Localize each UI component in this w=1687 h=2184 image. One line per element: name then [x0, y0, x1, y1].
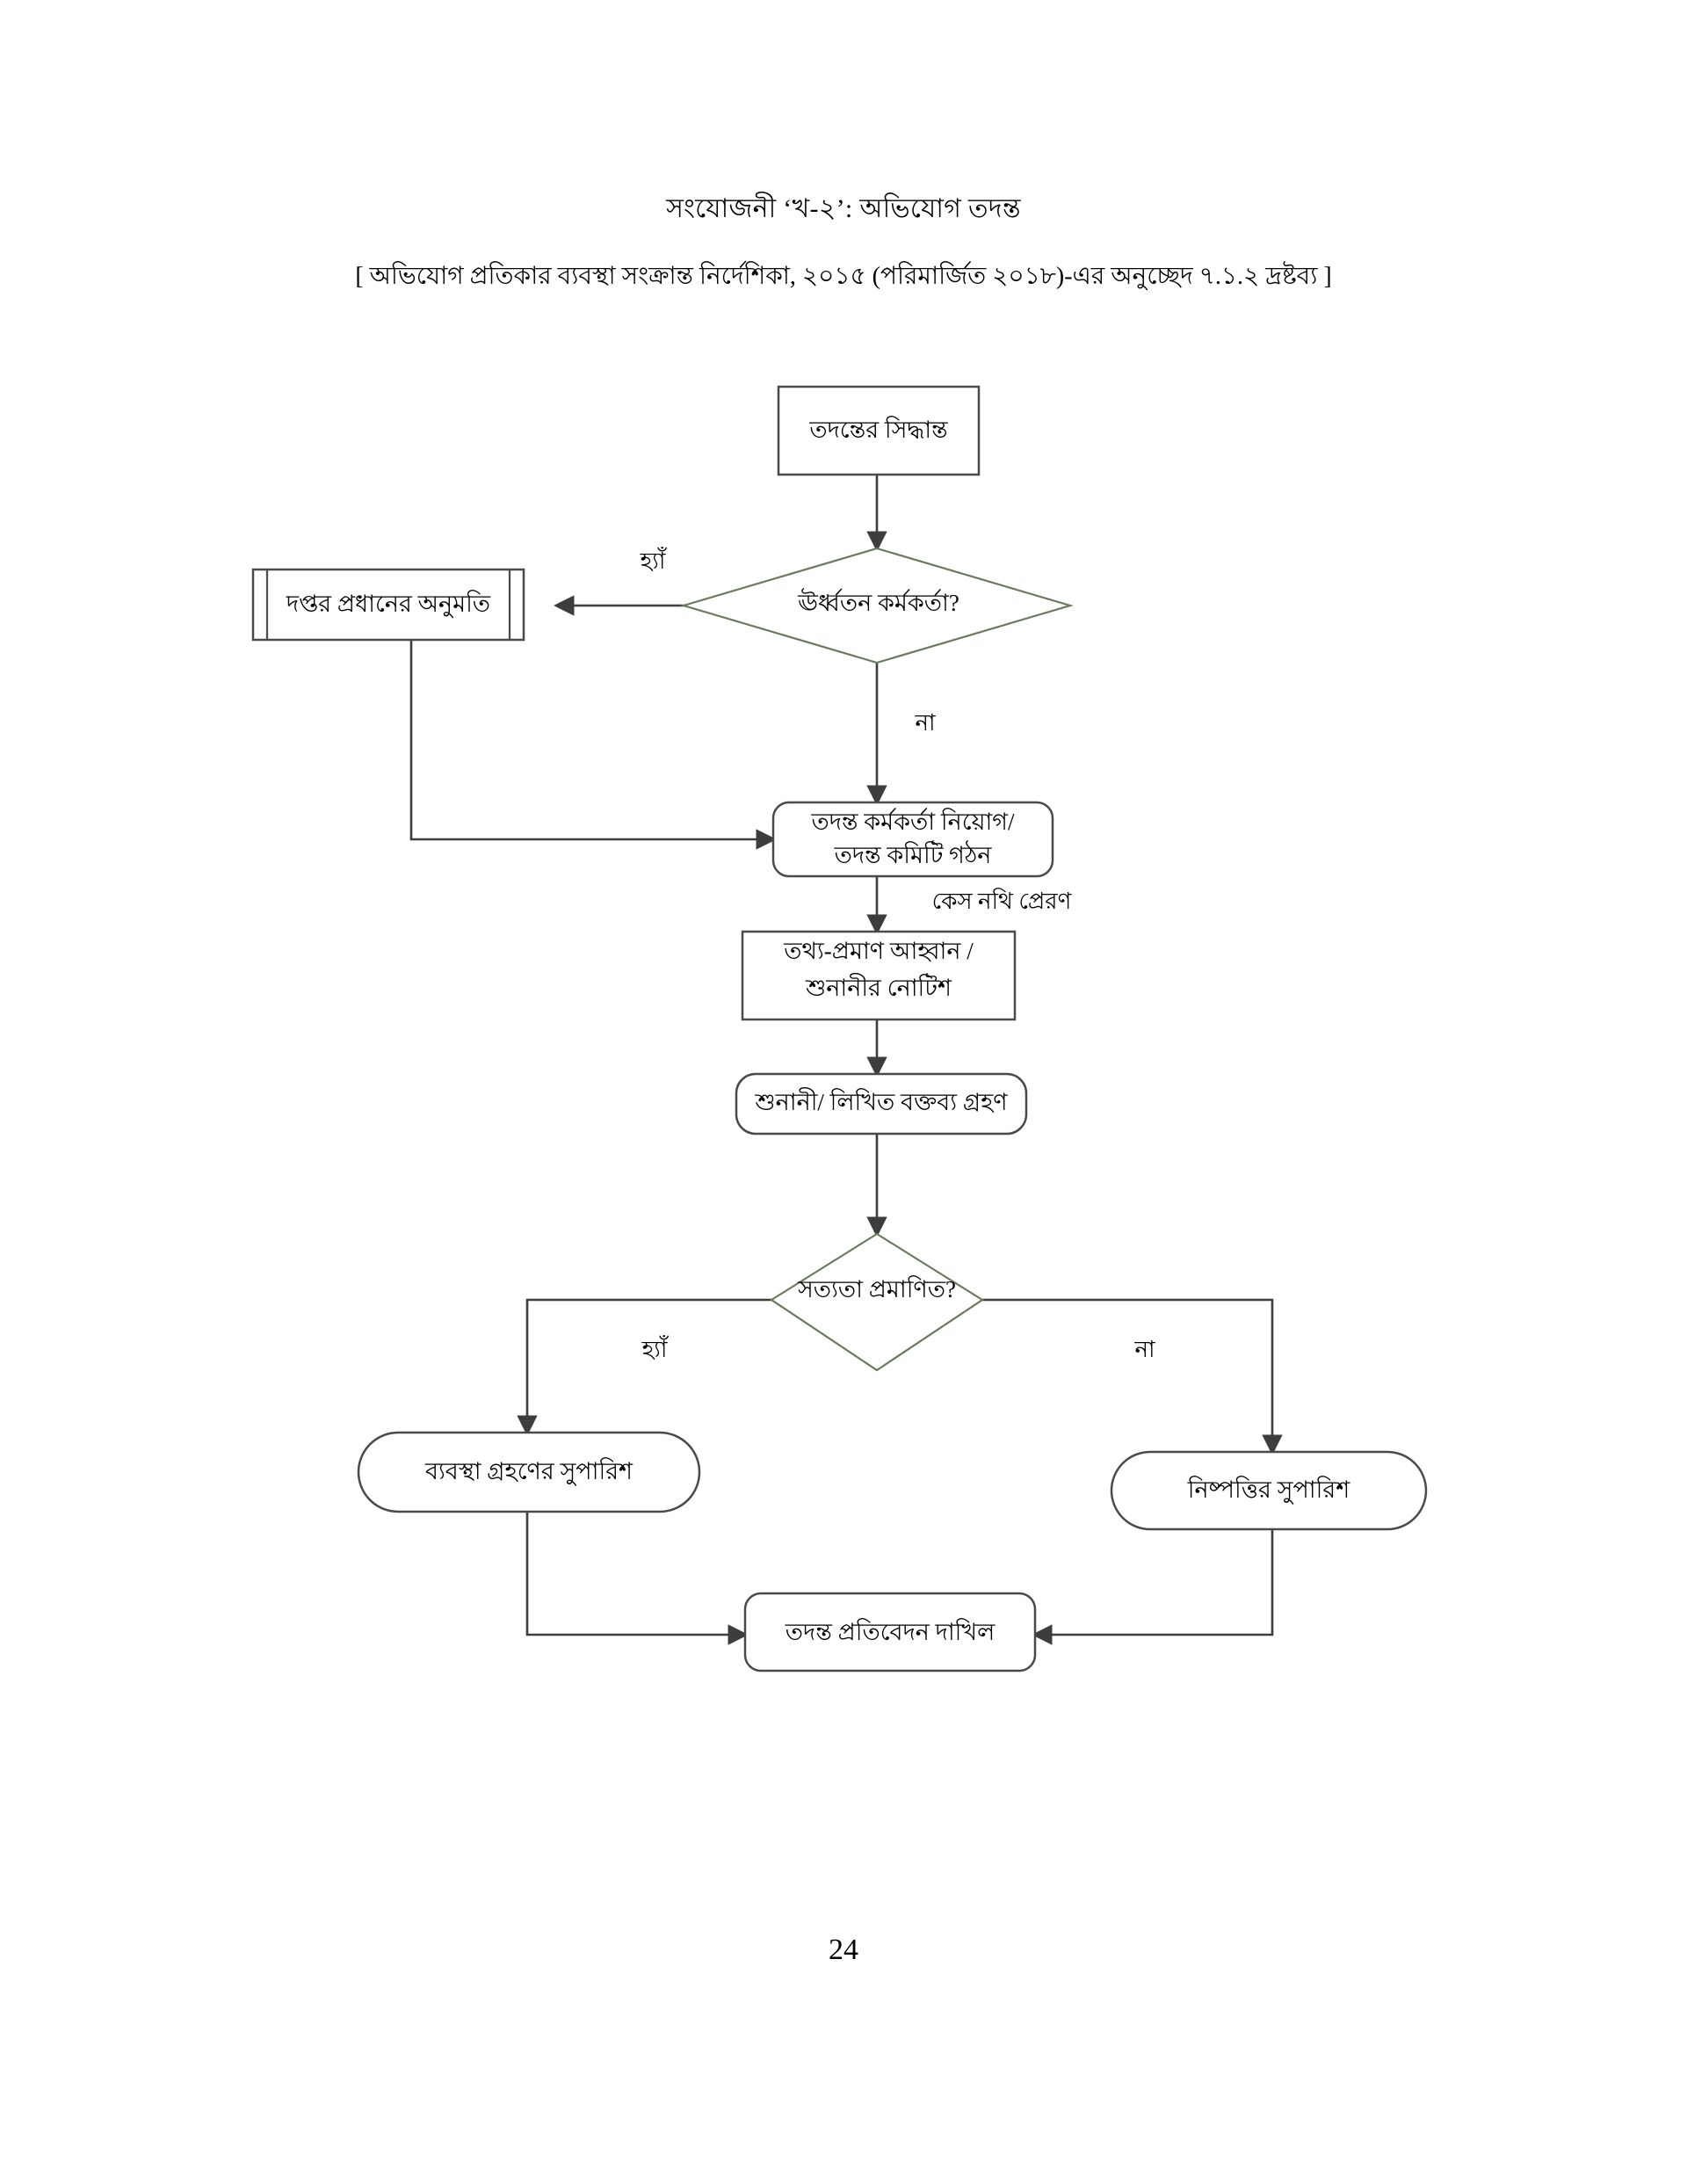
node-submit-investigation-report-label: তদন্ত প্রতিবেদন দাখিল: [785, 1618, 996, 1645]
page-title: সংযোজনী ‘খ-২’: অভিযোগ তদন্ত: [666, 194, 1021, 223]
node-appoint-investigation-officer-shape: [771, 801, 1054, 878]
node-recommend-settlement-shape: [1110, 1450, 1428, 1531]
flowchart-svg: তদন্তের সিদ্ধান্ত ঊর্ধ্বতন কর্মকর্তা? হ্…: [251, 385, 1428, 1672]
edge-label-proven-yes: হ্যাঁ: [641, 1335, 670, 1362]
node-investigation-decision-label: তদন্তের সিদ্ধান্ত: [808, 416, 948, 443]
node-call-evidence-hearing-notice-shape: [741, 930, 1017, 1021]
edge-label-send-case-file: কেস নথি প্রেরণ: [932, 888, 1073, 914]
node-superior-officer-decision-label: ঊর্ধ্বতন কর্মকর্তা?: [797, 588, 959, 616]
node-appoint-investigation-officer-label-line2: তদন্ত কমিটি গঠন: [834, 840, 993, 868]
node-investigation-decision-shape: [777, 385, 981, 476]
node-hearing-written-statement[interactable]: শুনানী/ লিখিত বক্তব্য গ্রহণ: [735, 1072, 1028, 1136]
node-recommend-action-shape: [357, 1431, 701, 1513]
node-recommend-settlement-label: নিষ্পত্তির সুপারিশ: [1187, 1476, 1350, 1504]
flowchart-container: তদন্তের সিদ্ধান্ত ঊর্ধ্বতন কর্মকর্তা? হ্…: [0, 352, 1687, 1758]
page-subtitle-reference: [ অভিযোগ প্রতিকার ব্যবস্থা সংক্রান্ত নির…: [355, 263, 1332, 290]
node-call-evidence-hearing-notice[interactable]: তথ্য-প্রমাণ আহ্বান / শুনানীর নোটিশ: [741, 930, 1017, 1021]
node-recommend-action-label: ব্যবস্থা গ্রহণের সুপারিশ: [424, 1457, 634, 1485]
node-hearing-written-statement-label: শুনানী/ লিখিত বক্তব্য গ্রহণ: [754, 1087, 1008, 1115]
node-office-head-permission[interactable]: দপ্তর প্রধানের অনুমতি: [251, 568, 525, 642]
node-office-head-permission-shape: [251, 568, 525, 642]
edge-label-superior-no: না: [914, 710, 936, 736]
node-truth-proven-decision[interactable]: সত্যতা প্রমাণিত?: [769, 1232, 985, 1372]
connector-action-to-report: [525, 1512, 749, 1645]
node-call-evidence-hearing-notice-label-line1: তথ্য-প্রমাণ আহ্বান /: [783, 938, 974, 964]
node-hearing-written-statement-shape: [735, 1072, 1028, 1136]
node-investigation-decision[interactable]: তদন্তের সিদ্ধান্ত: [777, 385, 981, 476]
connector-proven-yes-to-action: [517, 1298, 771, 1436]
node-call-evidence-hearing-notice-label-line2: শুনানীর নোটিশ: [805, 973, 952, 1001]
node-recommend-action[interactable]: ব্যবস্থা গ্রহণের সুপারিশ: [357, 1431, 701, 1513]
node-superior-officer-decision[interactable]: ঊর্ধ্বতন কর্মকর্তা?: [680, 547, 1074, 664]
node-superior-officer-decision-shape: [680, 547, 1074, 664]
node-truth-proven-decision-shape: [769, 1232, 985, 1372]
edge-label-superior-yes: হ্যাঁ: [640, 547, 668, 574]
edge-label-proven-no: না: [1133, 1337, 1155, 1362]
node-office-head-permission-label: দপ্তর প্রধানের অনুমতি: [286, 590, 491, 618]
node-appoint-investigation-officer-label-line1: তদন্ত কর্মকর্তা নিয়োগ/: [810, 808, 1015, 835]
connector-proven-no-to-settlement: [982, 1298, 1283, 1455]
node-truth-proven-decision-label: সত্যতা প্রমাণিত?: [797, 1275, 956, 1302]
connector-permission-to-appoint: [409, 640, 777, 850]
page-number: 24: [829, 1934, 858, 1966]
node-submit-investigation-report[interactable]: তদন্ত প্রতিবেদন দাখিল: [743, 1592, 1037, 1672]
node-recommend-settlement[interactable]: নিষ্পত্তির সুপারিশ: [1110, 1450, 1428, 1531]
connector-settlement-to-report: [1032, 1529, 1274, 1645]
node-submit-investigation-report-shape: [743, 1592, 1037, 1672]
node-appoint-investigation-officer[interactable]: তদন্ত কর্মকর্তা নিয়োগ/ তদন্ত কমিটি গঠন: [771, 801, 1054, 878]
